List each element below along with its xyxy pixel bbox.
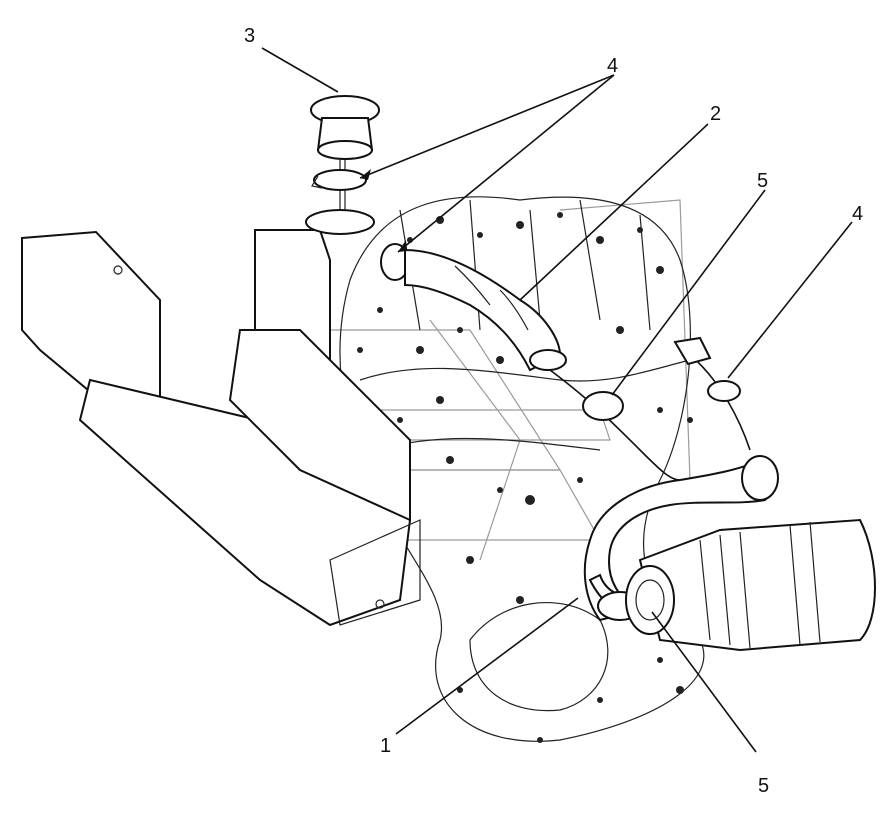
callout-2: 2 (710, 103, 721, 125)
callout-5-lower: 5 (758, 775, 769, 797)
tank-neck-flange (305, 209, 375, 235)
callout-5-upper: 5 (757, 170, 768, 192)
clamp-upper (311, 169, 367, 191)
air-filter (625, 518, 876, 652)
callout-1: 1 (380, 735, 391, 757)
callout-3: 3 (244, 25, 255, 47)
connecting-line-2 (689, 354, 751, 451)
hose-coupling-right (673, 336, 741, 402)
leader-lines (261, 47, 853, 753)
callout-4-upper: 4 (607, 55, 618, 77)
clamp-middle (582, 391, 624, 421)
housing-panel (21, 229, 421, 627)
callout-4-right: 4 (852, 203, 863, 225)
filler-cap-assembly (310, 95, 380, 220)
hose-upper (380, 243, 567, 372)
connecting-line (549, 369, 681, 481)
